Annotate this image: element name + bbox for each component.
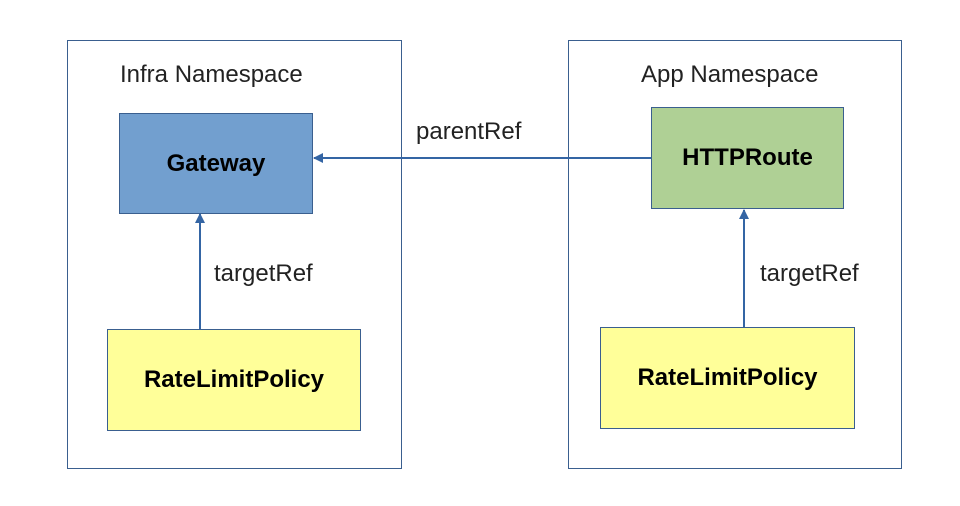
parent-ref-label: parentRef: [416, 118, 522, 145]
gateway-node[interactable]: Gateway: [119, 113, 313, 214]
app-namespace-title: App Namespace: [641, 61, 819, 88]
httproute-node[interactable]: HTTPRoute: [651, 107, 844, 209]
rate-limit-policy-app-node[interactable]: RateLimitPolicy: [600, 327, 855, 429]
target-ref-app-label: targetRef: [760, 260, 859, 287]
target-ref-infra-label: targetRef: [214, 260, 313, 287]
infra-namespace-title: Infra Namespace: [120, 61, 303, 88]
rate-limit-policy-infra-node[interactable]: RateLimitPolicy: [107, 329, 361, 431]
